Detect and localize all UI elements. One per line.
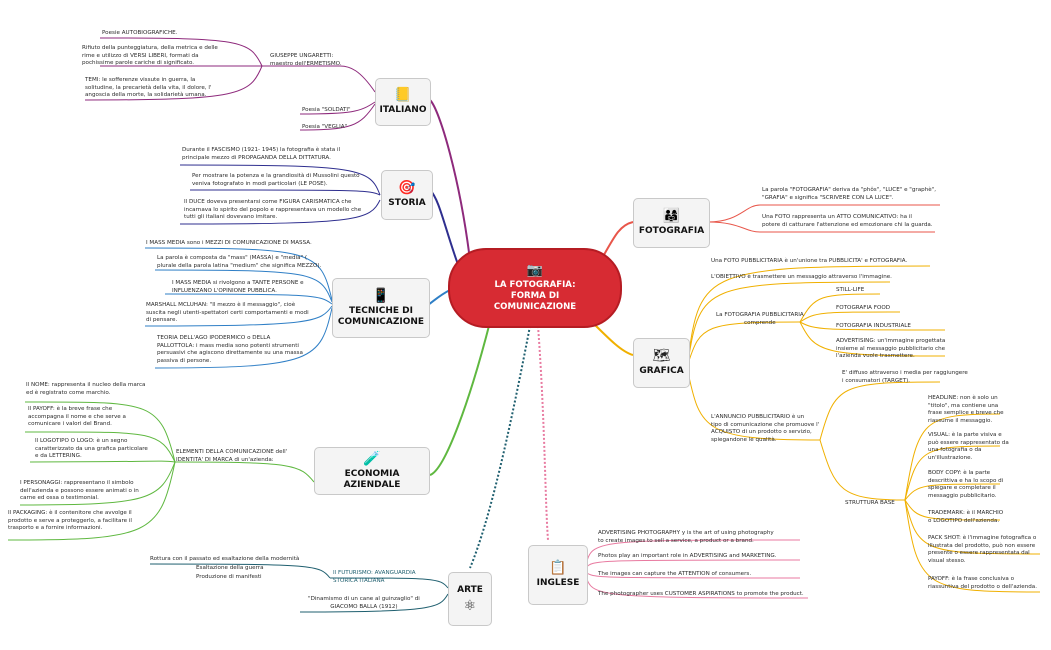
temi-node[interactable]: TEMI: le sofferenze vissute in guerra, l… bbox=[85, 77, 212, 99]
massmedia-node[interactable]: I MASS MEDIA sono i MEZZI DI COMUNICAZIO… bbox=[146, 240, 312, 246]
rifiuto-node[interactable]: Rifiuto della punteggiatura, della metri… bbox=[82, 45, 218, 67]
visual-node[interactable]: VISUAL: è la parte visiva e può essere r… bbox=[928, 432, 1009, 462]
teoria-node[interactable]: TEORIA DELL'AGO IPODERMICO o DELLA PALLO… bbox=[157, 335, 303, 365]
nome-node[interactable]: Il NOME: rappresenta il nucleo della mar… bbox=[26, 382, 146, 396]
atto-node[interactable]: Una FOTO rappresenta un ATTO COMUNICATIV… bbox=[762, 214, 933, 228]
adv-node[interactable]: ADVERTISING PHOTOGRAPHY y is the art of … bbox=[598, 530, 774, 544]
rottura-node[interactable]: Rottura con il passato ed esaltazione de… bbox=[150, 556, 300, 562]
parola-fotografia-node[interactable]: La parola "FOTOGRAFIA" deriva da "phôs",… bbox=[762, 187, 937, 201]
branch-label: INGLESE bbox=[536, 578, 580, 589]
branch-arte[interactable]: ARTE ⚛ bbox=[448, 572, 492, 626]
photos-node[interactable]: Photos play an important role in ADVERTI… bbox=[598, 553, 777, 559]
potenza-node[interactable]: Per mostrare la potenza e la grandiosità… bbox=[192, 173, 360, 187]
mcluhan-node[interactable]: MARSHALL MCLUHAN: "Il mezzo è il messagg… bbox=[146, 302, 309, 324]
diffuso-node[interactable]: E' diffuso attraverso i media per raggiu… bbox=[842, 370, 968, 384]
link-italiano bbox=[429, 99, 471, 261]
industriale-node[interactable]: FOTOGRAFIA INDUSTRIALE bbox=[836, 323, 911, 329]
poesie-node[interactable]: Poesie AUTOBIOGRAFICHE. bbox=[102, 30, 178, 36]
branch-inglese[interactable]: 📋 INGLESE bbox=[528, 545, 588, 605]
food-node[interactable]: FOTOGRAFIA FOOD bbox=[836, 305, 891, 311]
payoff-node[interactable]: Il PAYOFF: è la breve frase che accompag… bbox=[28, 406, 126, 428]
photographer-node[interactable]: The photographer uses CUSTOMER ASPIRATIO… bbox=[598, 591, 804, 597]
branch-label: ARTE bbox=[457, 584, 483, 595]
still-node[interactable]: STILL-LIFE bbox=[836, 287, 865, 293]
payoff-grafica-node[interactable]: PAYOFF: è la frase conclusiva o riassunt… bbox=[928, 576, 1037, 590]
central-topic[interactable]: 📷 LA FOTOGRAFIA: FORMA DI COMUNICAZIONE bbox=[448, 248, 622, 328]
personaggi-node[interactable]: I PERSONAGGI: rappresentano il simbolo d… bbox=[20, 480, 139, 502]
link-arte bbox=[469, 325, 531, 569]
branch-label: ECONOMIA AZIENDALE bbox=[343, 468, 401, 490]
annuncio-node[interactable]: L'ANNUNCIO PUBBLICITARIO è un tipo di co… bbox=[711, 414, 820, 444]
test-tubes-icon: 🧪 bbox=[363, 450, 381, 467]
link-inglese bbox=[537, 325, 549, 541]
struttura-node[interactable]: STRUTTURA BASE bbox=[845, 500, 895, 506]
rivolgono-node[interactable]: I MASS MEDIA si rivolgono a TANTE PERSON… bbox=[172, 280, 304, 294]
obiettivo-node[interactable]: L'OBIETTIVO è trasmettere un messaggio a… bbox=[711, 274, 892, 280]
manifesti-node[interactable]: Produzione di manifesti bbox=[196, 574, 262, 580]
link-tecniche bbox=[427, 289, 451, 306]
camera-icon: 📷 bbox=[526, 263, 544, 279]
branch-economia[interactable]: 🧪 ECONOMIA AZIENDALE bbox=[314, 447, 430, 495]
branch-label: ITALIANO bbox=[379, 105, 427, 116]
parola-node[interactable]: La parola è composta da "mass" (MASSA) e… bbox=[157, 255, 322, 269]
comprende-node[interactable]: La FOTOGRAFIA PUBBLICITARIA comprende bbox=[716, 312, 804, 326]
atom-icon: ⚛ bbox=[463, 598, 477, 615]
ungaretti-node[interactable]: GIUSEPPE UNGARETTI: maestro dell'ERMETIS… bbox=[270, 53, 342, 67]
trademark-node[interactable]: TRADEMARK: è il MARCHIO o LOGOTIPO dell'… bbox=[928, 510, 1004, 524]
duce-node[interactable]: Il DUCE doveva presentarsi come FIGURA C… bbox=[184, 199, 362, 221]
target-icon: 🎯 bbox=[398, 180, 416, 197]
futurismo-node[interactable]: Il FUTURISMO: AVANGUARDIA STORICA ITALIA… bbox=[333, 570, 416, 584]
bodycopy-node[interactable]: BODY COPY: è la parte descrittiva e ha l… bbox=[928, 470, 1004, 500]
branch-label: STORIA bbox=[388, 198, 426, 209]
fascismo-node[interactable]: Durante il FASCISMO (1921- 1945) la foto… bbox=[182, 147, 341, 161]
link-storia bbox=[429, 189, 461, 271]
branch-grafica[interactable]: 🗺 GRAFICA bbox=[633, 338, 690, 388]
branch-label: GRAFICA bbox=[639, 366, 684, 377]
branch-fotografia[interactable]: 👨‍👩‍👧 FOTOGRAFIA bbox=[633, 198, 710, 248]
advertising-node[interactable]: ADVERTISING: un'immagine progettata insi… bbox=[836, 338, 946, 360]
clipboard-icon: 📋 bbox=[549, 560, 567, 577]
branch-storia[interactable]: 🎯 STORIA bbox=[381, 170, 433, 220]
branch-italiano[interactable]: 📒 ITALIANO bbox=[375, 78, 431, 126]
headline-node[interactable]: HEADLINE: non è solo un "titolo", ma con… bbox=[928, 395, 1004, 425]
logotipo-node[interactable]: Il LOGOTIPO O LOGO: è un segno caratteri… bbox=[35, 438, 148, 460]
packshot-node[interactable]: PACK SHOT: è l'immagine fotografica o il… bbox=[928, 535, 1037, 565]
smartphone-icon: 📱 bbox=[372, 287, 390, 304]
book-icon: 📒 bbox=[394, 87, 412, 104]
guerra-node[interactable]: Esaltazione della guerra bbox=[196, 565, 264, 571]
branch-label: TECNICHE DI COMUNICAZIONE bbox=[337, 305, 425, 327]
dinamismo-node[interactable]: "Dinamismo di un cane al guinzaglio" di … bbox=[308, 596, 420, 610]
unione-node[interactable]: Una FOTO PUBBLICITARIA è un'unione tra P… bbox=[711, 258, 908, 264]
elementi-node[interactable]: ELEMENTI DELLA COMUNICAZIONE dell' IDENT… bbox=[176, 449, 288, 463]
images-node[interactable]: The images can capture the ATTENTION of … bbox=[598, 571, 752, 577]
central-title: LA FOTOGRAFIA: FORMA DI COMUNICAZIONE bbox=[493, 280, 577, 312]
soldati-node[interactable]: Poesia "SOLDATI" bbox=[302, 107, 351, 113]
map-icon: 🗺 bbox=[652, 348, 671, 365]
link-economia bbox=[429, 321, 491, 476]
branch-label: FOTOGRAFIA bbox=[638, 226, 705, 237]
people-icon: 👨‍👩‍👧 bbox=[662, 208, 681, 225]
branch-tecniche[interactable]: 📱 TECNICHE DI COMUNICAZIONE bbox=[332, 278, 430, 338]
packaging-node[interactable]: Il PACKAGING: è il contenitore che avvol… bbox=[8, 510, 132, 532]
veglia-node[interactable]: Poesia "VEGLIA" bbox=[302, 124, 348, 130]
